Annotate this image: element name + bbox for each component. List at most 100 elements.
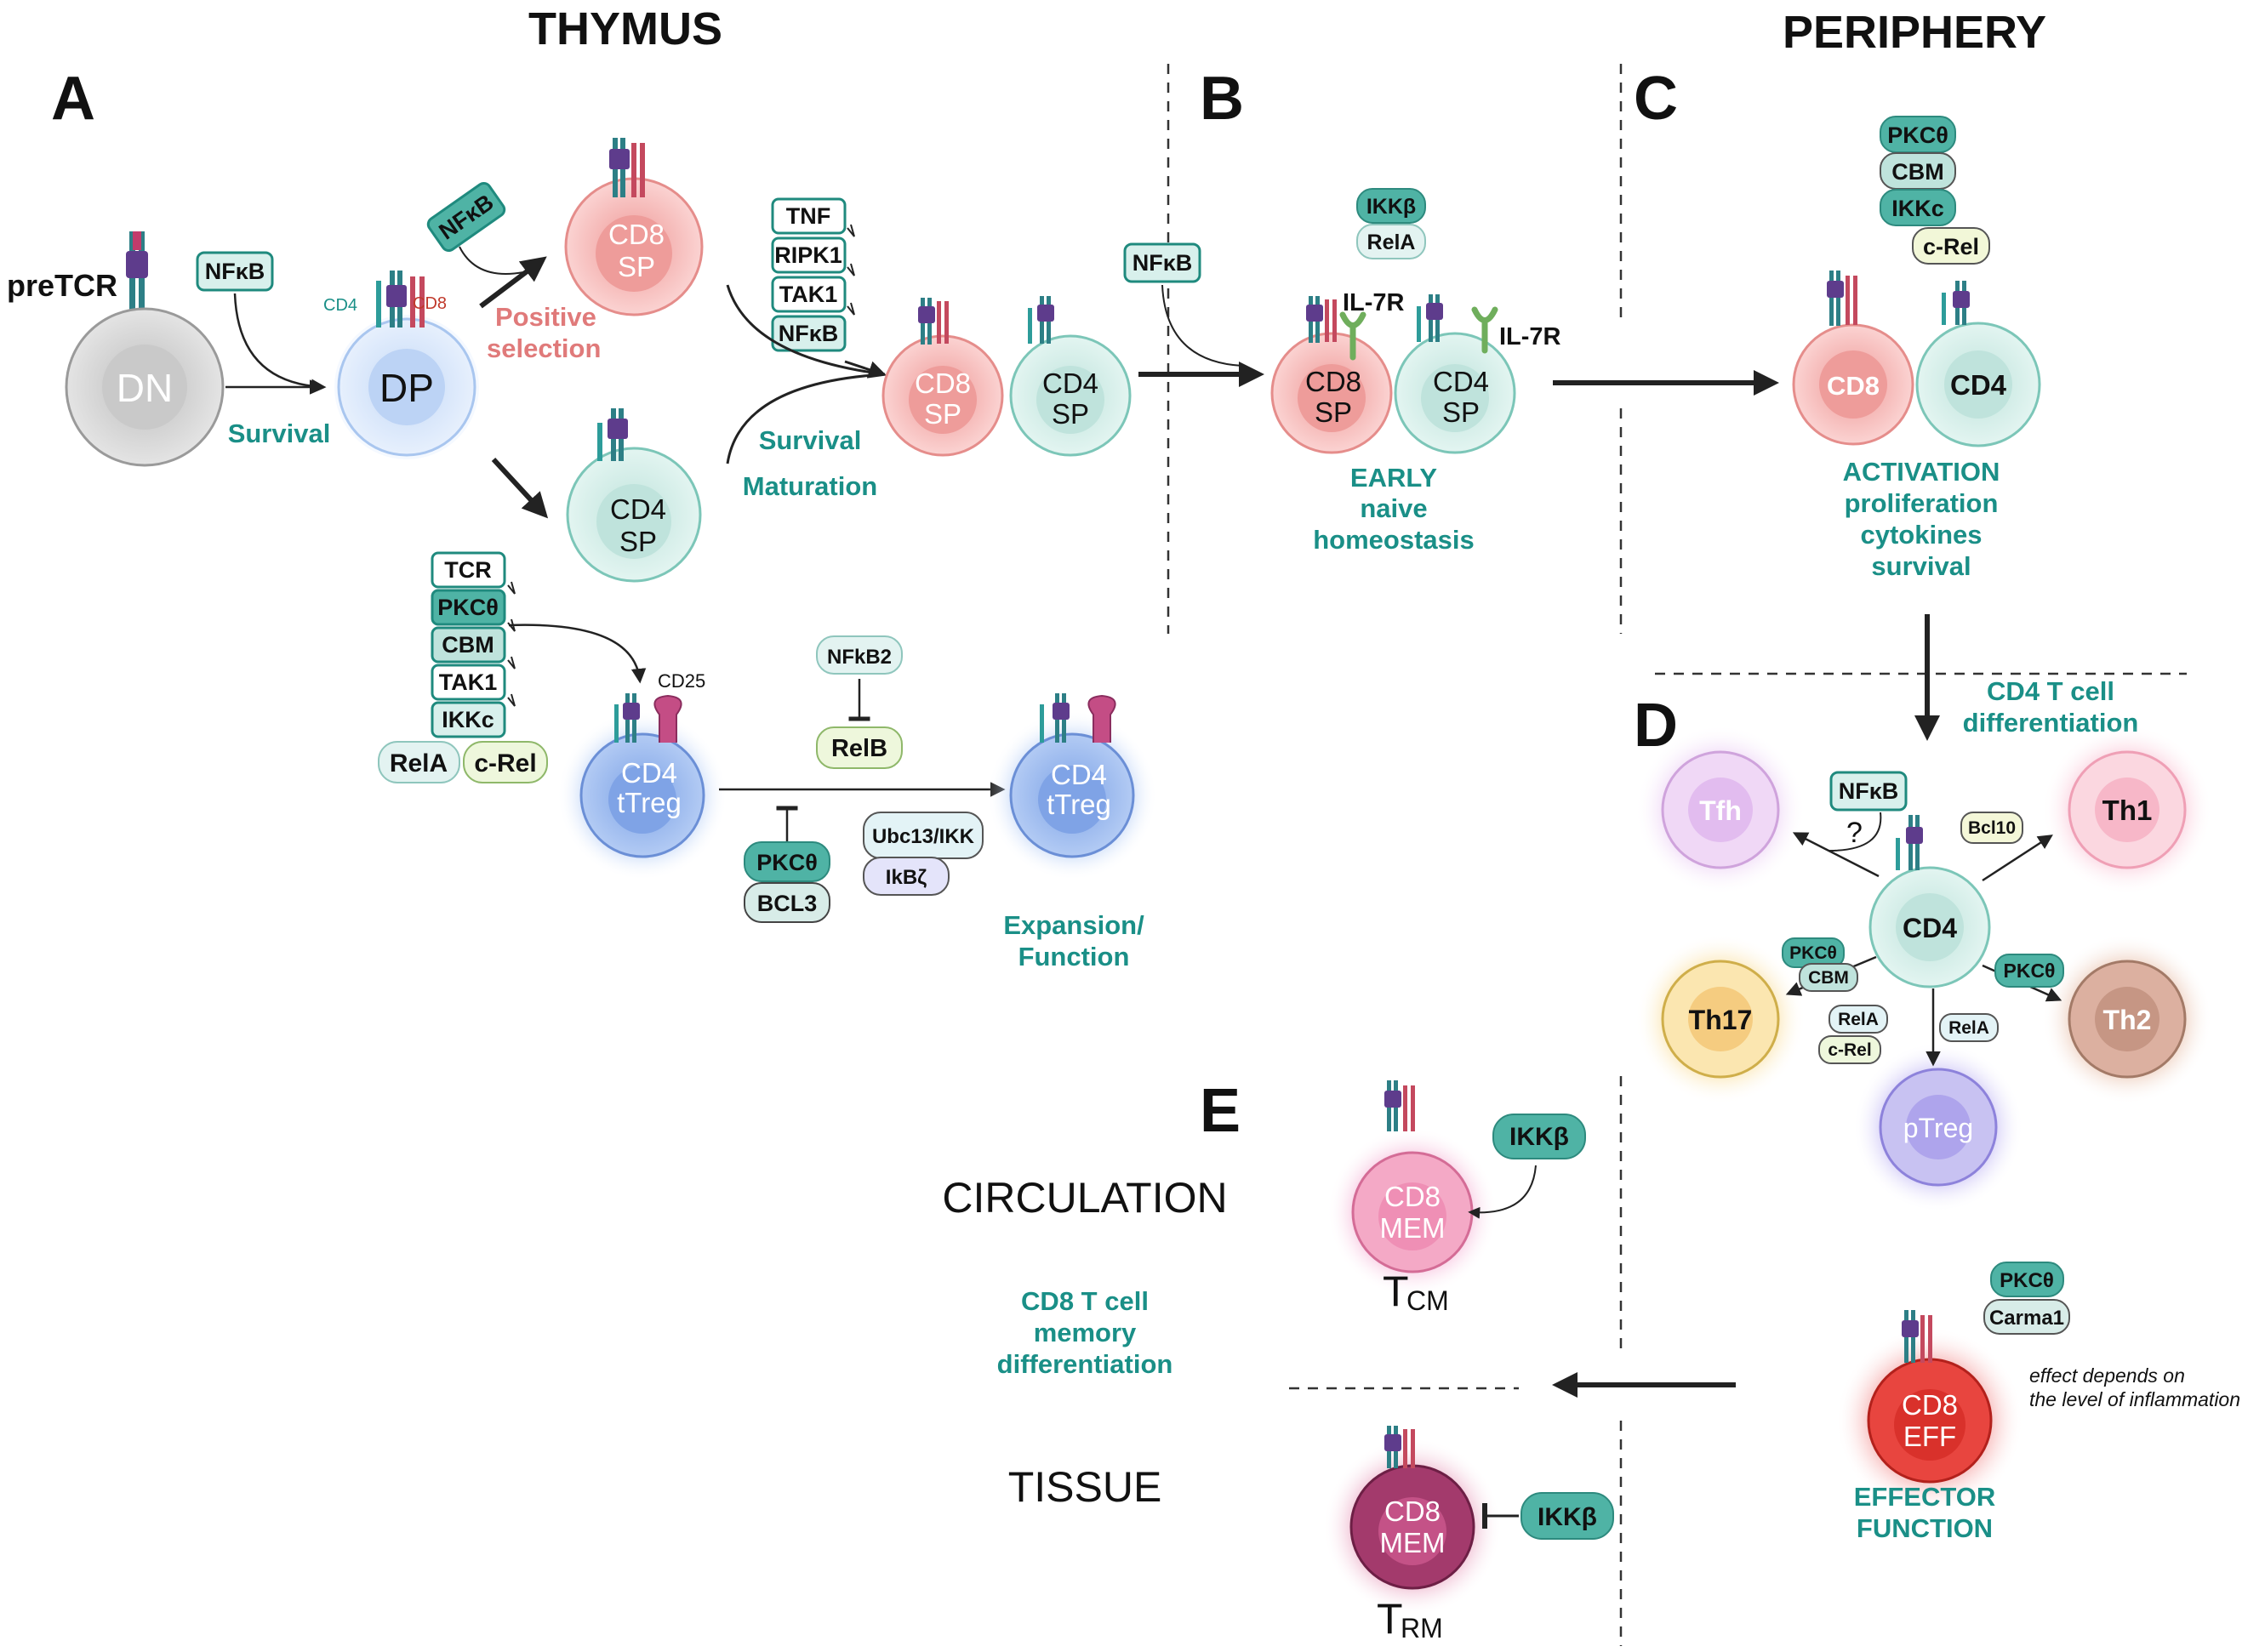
nfkb-stack-item: NFκB xyxy=(779,321,839,346)
rela-b-label: RelA xyxy=(1367,231,1416,254)
relb-label: RelB xyxy=(831,735,887,762)
pkct-c-label: PKCθ xyxy=(1887,122,1948,148)
arrow-nfkb-positive-selection xyxy=(459,246,524,275)
nfkb-box-tilted: NFκB xyxy=(426,181,506,253)
th17-cell: Th17 xyxy=(1635,934,1806,1104)
nfkb-box-d xyxy=(1829,771,1908,812)
ikkb-trm-label: IKKβ xyxy=(1538,1503,1597,1531)
nfkb-b-label: NFκB xyxy=(1132,250,1193,276)
effector-cd8-cell: CD8 EFF xyxy=(1836,1327,2023,1514)
arrow-survival-curve xyxy=(233,293,327,395)
positive-selection-label-1: Positive xyxy=(495,302,596,332)
treg-crel-pill xyxy=(463,741,548,783)
ptreg-label: pTreg xyxy=(1903,1113,1973,1143)
effector-cell-label-2: EFF xyxy=(1903,1421,1956,1452)
th2-cell: Th2 xyxy=(2042,934,2212,1104)
treg-crel-label: c-Rel xyxy=(474,749,536,778)
rela-pill-d-left xyxy=(1829,1005,1888,1034)
tnf-stack-item: TNF xyxy=(786,203,830,229)
arrow-dp-cd4sp xyxy=(491,457,549,519)
treg-signal-stack: TCR PKCθ CBM TAK1 IKKc xyxy=(431,551,516,738)
cbm-d-label: CBM xyxy=(1808,968,1849,988)
activated-cd8-label: CD8 xyxy=(1827,371,1880,401)
tfh-label: Tfh xyxy=(1699,795,1742,826)
activated-cd8-cell: CD8 xyxy=(1792,323,1914,446)
effector-function-label-1: EFFECTOR xyxy=(1854,1482,1996,1512)
trm-cell-label-1: CD8 xyxy=(1384,1495,1441,1527)
il7r-label-1: IL-7R xyxy=(1343,289,1405,316)
proliferation-label: proliferation xyxy=(1845,488,1999,518)
cbm-pill-d xyxy=(1799,963,1858,992)
rela-pill-b xyxy=(1356,224,1426,259)
treg-tcr-item: TCR xyxy=(444,557,492,583)
ikbz-label: IkBζ xyxy=(886,866,927,889)
cd8sp-thymus-cell: CD8 SP xyxy=(564,177,704,316)
cd8sp-thymus-label-1: CD8 xyxy=(608,219,665,250)
expansion-label-2: Function xyxy=(1018,942,1130,971)
homeostasis-label: homeostasis xyxy=(1313,525,1475,555)
cd8sp-thymus-receptor-icon xyxy=(609,138,645,197)
mature-cd4sp-cell: CD4 SP xyxy=(1009,334,1132,457)
early-label: EARLY xyxy=(1350,463,1438,493)
ttreg1-receptors-icon xyxy=(614,693,682,743)
tcm-cell-label-1: CD8 xyxy=(1384,1181,1441,1212)
cd4-differentiation-title-1: CD4 T cell xyxy=(1987,676,2114,706)
differentiating-cd4-cell: CD4 xyxy=(1868,866,1991,988)
thymus-header: THYMUS xyxy=(528,3,722,54)
ptreg-cell: pTreg xyxy=(1853,1042,2023,1212)
arrow-cd4sp-merge xyxy=(726,373,886,464)
arrow-cd4-th1 xyxy=(1982,835,2053,882)
nfkb2-label: NFkB2 xyxy=(827,646,892,669)
il7r-label-2: IL-7R xyxy=(1499,323,1561,350)
pkct-pill-e xyxy=(1990,1262,2064,1297)
cd8-marker-label: CD8 xyxy=(413,294,447,313)
differentiating-cd4-receptor-icon xyxy=(1896,815,1923,870)
mature-cd8sp-label-1: CD8 xyxy=(915,367,971,399)
mature-cd4sp-label-1: CD4 xyxy=(1042,367,1098,399)
cd4sp-thymus-receptor-icon xyxy=(597,408,628,461)
cytokines-label: cytokines xyxy=(1860,520,1982,550)
tcm-cell-label-2: MEM xyxy=(1380,1212,1446,1244)
inflammation-note-2: the level of inflammation xyxy=(2029,1388,2240,1410)
crel-c-label: c-Rel xyxy=(1923,234,1979,259)
ikkb-tcm-label: IKKβ xyxy=(1509,1123,1569,1151)
ttreg-cell-1: CD4 tTreg xyxy=(557,710,727,880)
pretcr-receptor-icon xyxy=(126,231,148,312)
treg-tak1-item: TAK1 xyxy=(439,669,498,695)
cd4sp-thymus-label-1: CD4 xyxy=(610,493,666,525)
bcl10-pill xyxy=(1960,812,2023,844)
arrow-nfkb-b xyxy=(1161,284,1243,367)
trm-sub-label: RM xyxy=(1401,1613,1443,1643)
cd8-memory-title-1: CD8 T cell xyxy=(1021,1286,1149,1316)
cd8-memory-title-3: differentiation xyxy=(997,1349,1173,1379)
rela-d-left-label: RelA xyxy=(1838,1010,1879,1029)
naive-cd4sp-label-2: SP xyxy=(1442,396,1480,428)
pkct-d-left-label: PKCθ xyxy=(1789,943,1837,963)
mature-cd8sp-receptor-icon xyxy=(918,298,949,345)
differentiating-cd4-label: CD4 xyxy=(1903,913,1957,943)
treg-ikkc-item: IKKc xyxy=(442,707,494,732)
th2-label: Th2 xyxy=(2103,1005,2152,1035)
trm-main-label: T xyxy=(1377,1595,1403,1643)
nfkb-box-survival-label: NFκB xyxy=(205,259,265,284)
panel-label-a: A xyxy=(51,65,95,133)
ripk1-stack-item: RIPK1 xyxy=(774,242,842,268)
naive-cd8sp-label-2: SP xyxy=(1315,396,1352,428)
cd4sp-thymus-cell: CD4 SP xyxy=(566,447,702,583)
relb-pill xyxy=(816,726,903,769)
tcm-sub-label: CM xyxy=(1406,1285,1449,1316)
th17-label: Th17 xyxy=(1689,1005,1753,1035)
th1-label: Th1 xyxy=(2102,795,2153,826)
survival-c-label: survival xyxy=(1871,551,1971,581)
cd4sp-thymus-label-2: SP xyxy=(619,526,657,557)
treg-cbm-item: CBM xyxy=(442,632,494,658)
periphery-header: PERIPHERY xyxy=(1783,7,2046,58)
treg-rela-label: RelA xyxy=(390,749,448,778)
ttreg2-label-1: CD4 xyxy=(1051,759,1107,790)
resident-memory-cd8-cell: CD8 MEM xyxy=(1323,1438,1502,1616)
maturation-label: Maturation xyxy=(743,471,877,501)
naive-cd4sp-label-1: CD4 xyxy=(1433,366,1489,397)
section-dividers xyxy=(1167,64,2187,1646)
nfkb-box-b xyxy=(1123,242,1201,283)
expansion-label-1: Expansion/ xyxy=(1003,910,1144,940)
